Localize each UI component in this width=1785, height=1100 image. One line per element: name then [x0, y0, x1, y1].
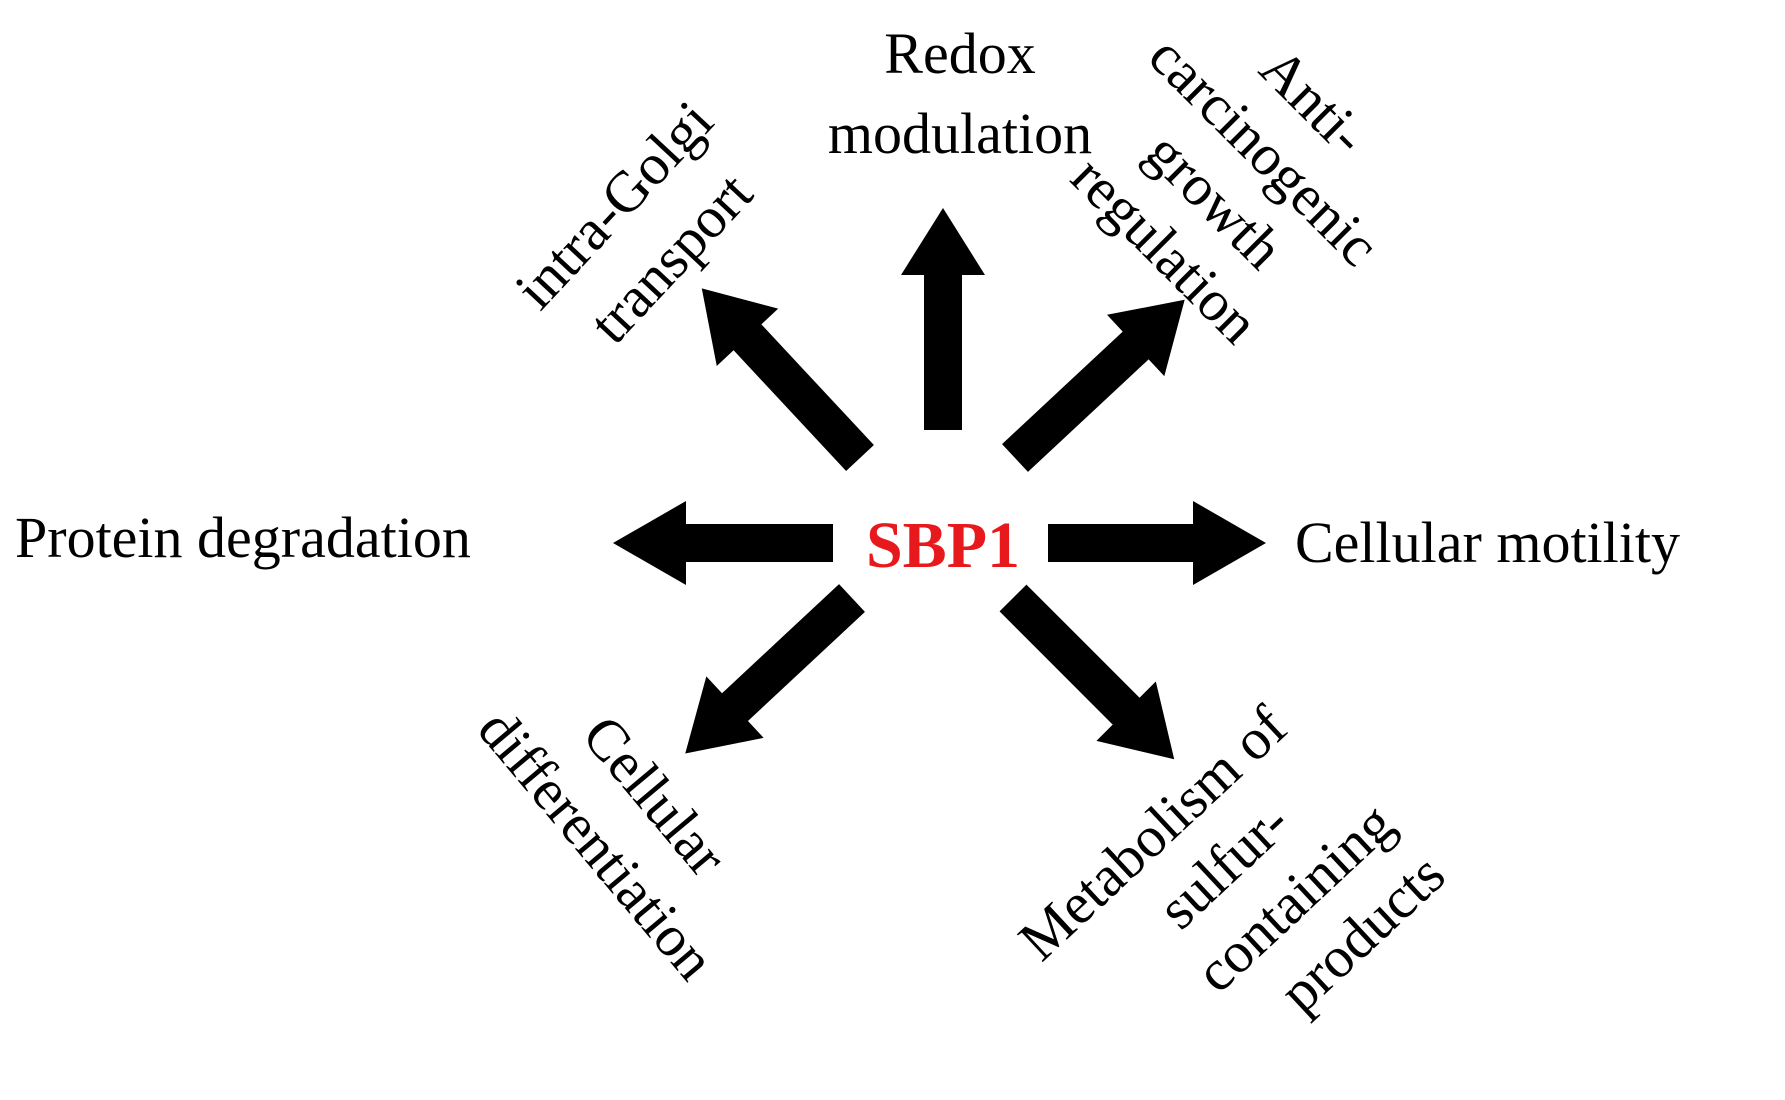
arrow-anticarcinogenic [1002, 299, 1185, 472]
arrow-protein [613, 501, 833, 585]
arrow-metabolism [999, 584, 1175, 760]
label-anticarcinogenic: Anti- carcinogenic growth regulation [1059, 23, 1392, 356]
arrow-differentiation [685, 584, 865, 754]
arrow-golgi [701, 288, 874, 471]
center-label: SBP1 [866, 509, 1020, 582]
label-redox: Redox modulation [828, 21, 1092, 166]
arrow-motility [1048, 501, 1266, 585]
label-redox-line-1: Redox [884, 21, 1035, 86]
label-redox-line-2: modulation [828, 101, 1092, 166]
label-protein: Protein degradation [15, 505, 471, 570]
label-metabolism: Metabolism of sulfur- containing product… [1006, 693, 1457, 1025]
arrow-redox [901, 208, 985, 430]
arrows [613, 208, 1266, 760]
label-motility: Cellular motility [1295, 510, 1680, 575]
